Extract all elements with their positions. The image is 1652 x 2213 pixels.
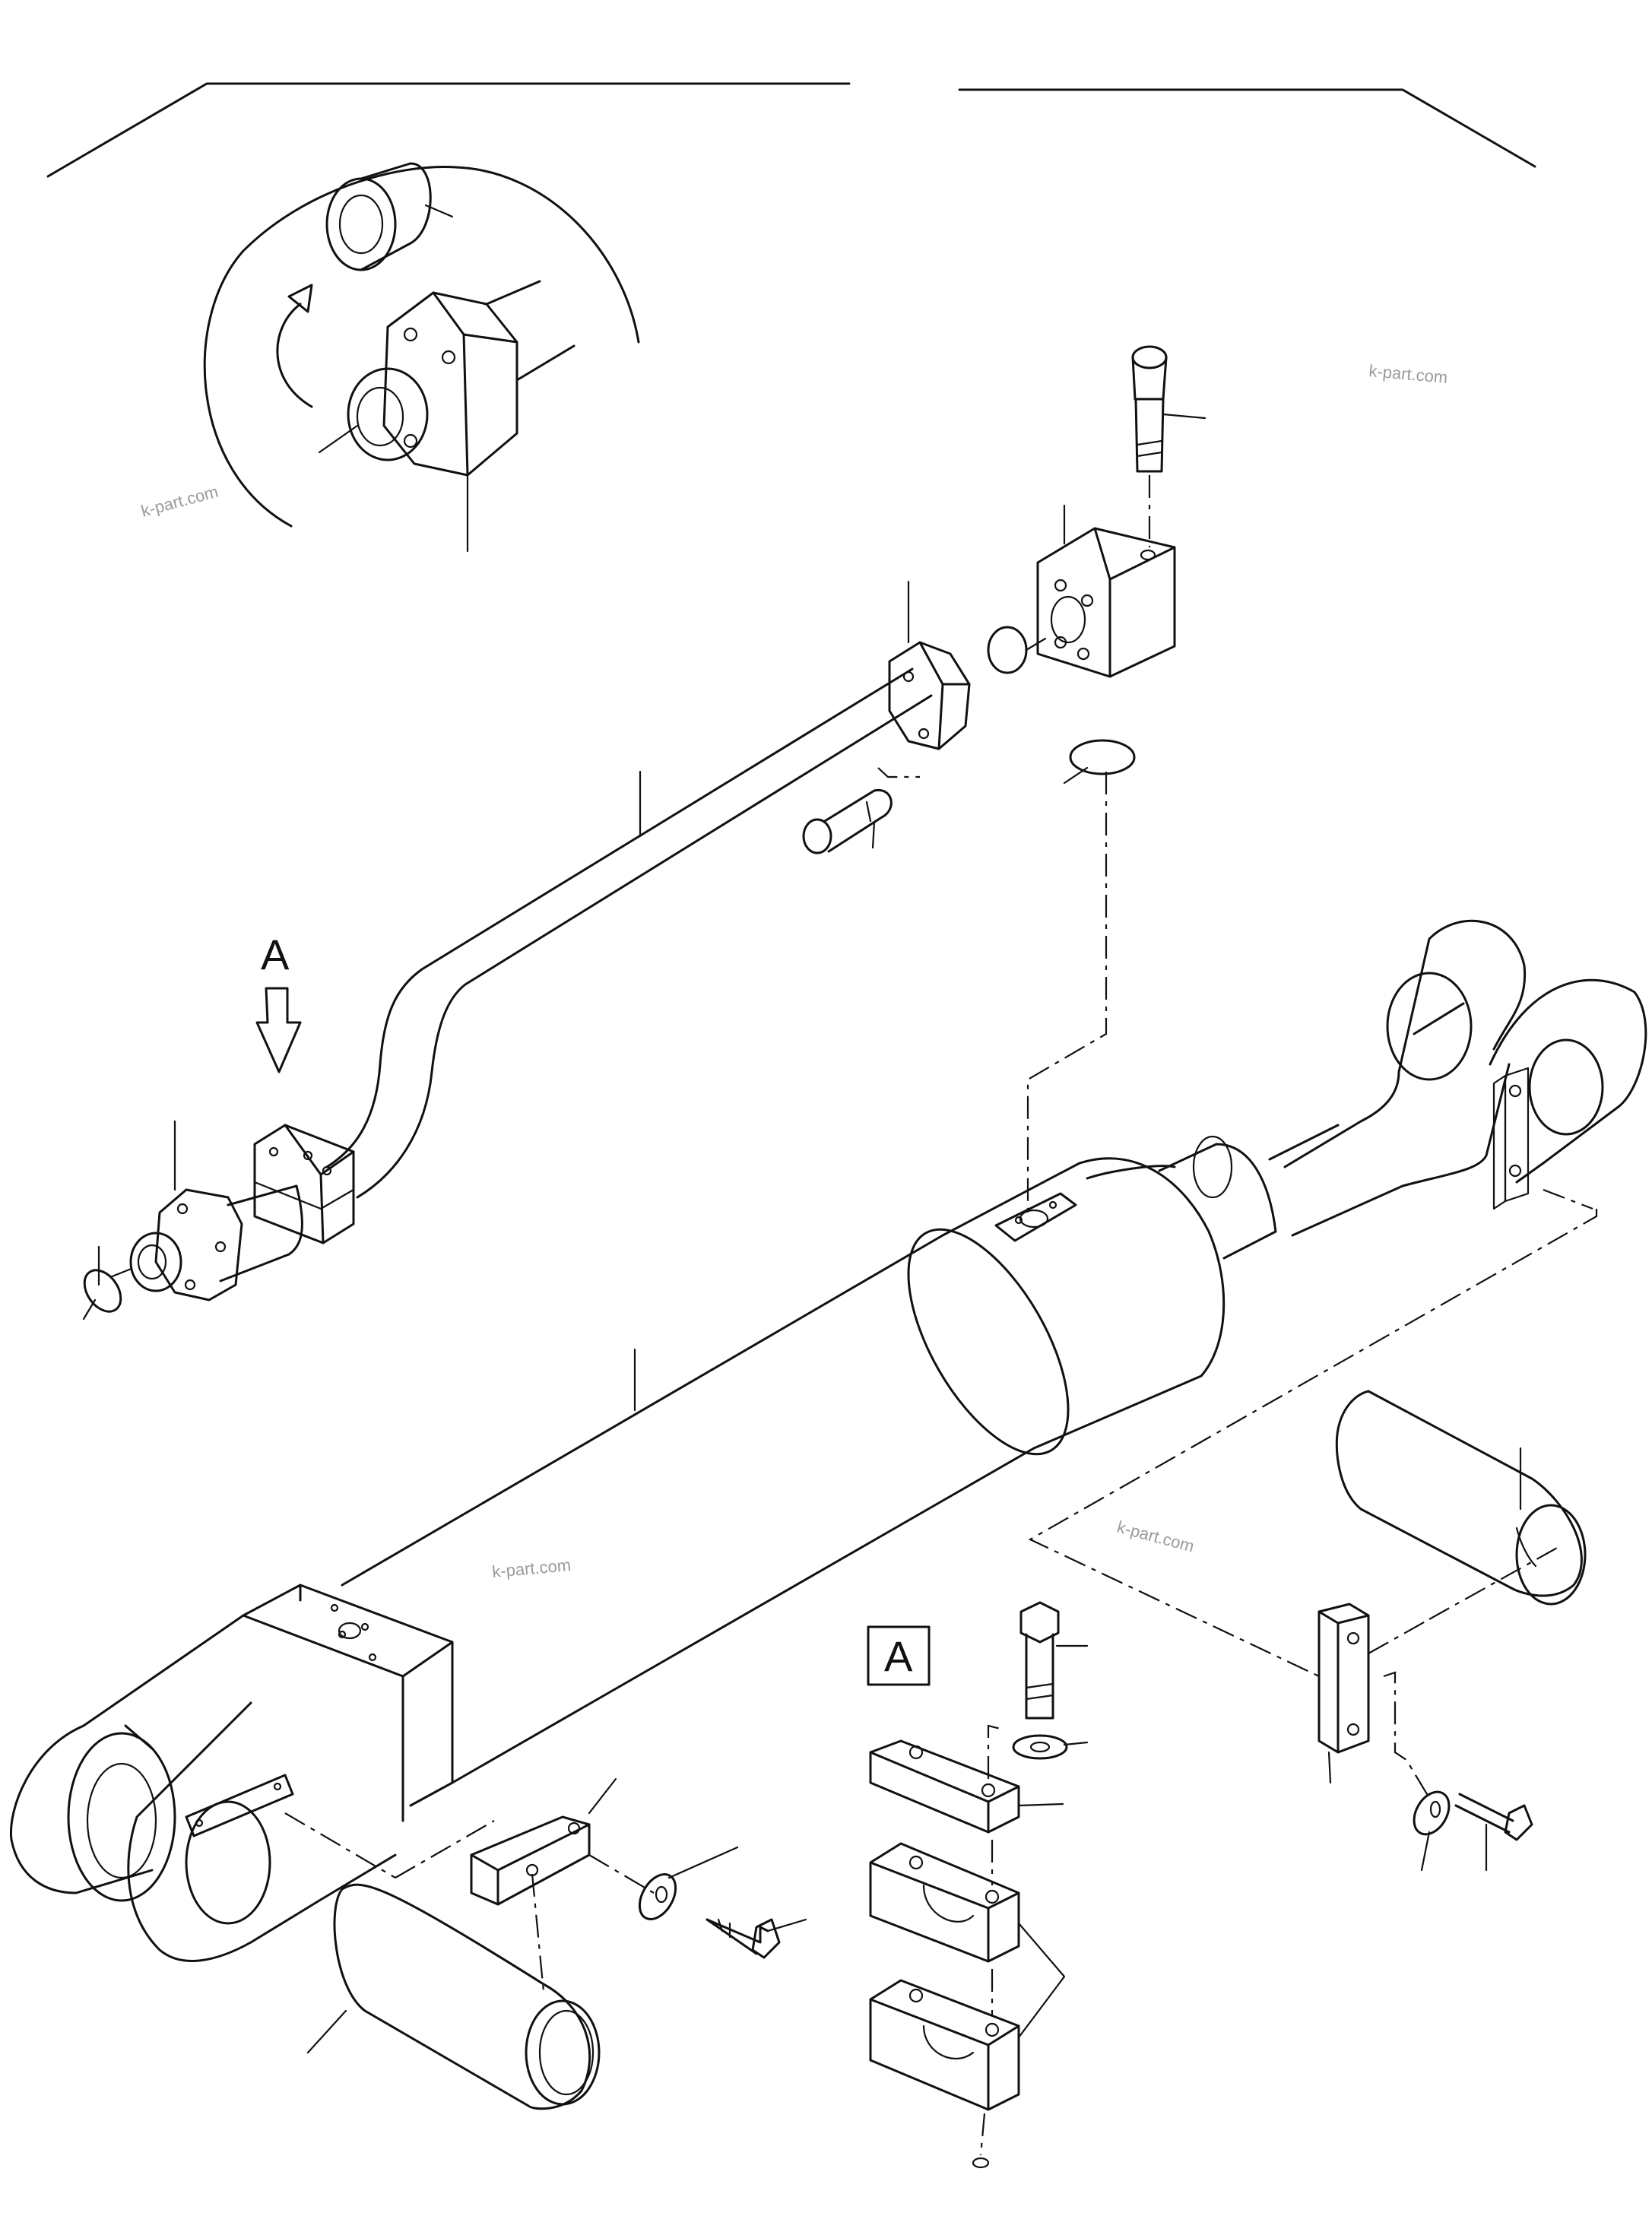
socket-cap-screw	[1131, 345, 1206, 547]
pin-lower-left	[306, 1883, 601, 2110]
o-ring-block	[987, 626, 1047, 674]
lock-plate-lower-left	[470, 1777, 617, 1993]
tube-flange-upper	[888, 580, 971, 750]
o-ring-tube-end	[82, 1245, 122, 1321]
watermark: k-part.com	[1368, 361, 1449, 387]
connector-block	[1036, 504, 1176, 678]
pin-lower-right	[1335, 1390, 1587, 1606]
watermark: k-part.com	[1115, 1517, 1197, 1556]
split-flange	[318, 280, 576, 553]
hydraulic-tube: A	[82, 580, 971, 1321]
cap-plate	[869, 1724, 1064, 1834]
rod-end-clevis	[1283, 920, 1647, 1237]
detail-a-label: A	[884, 1632, 913, 1680]
cylinder-tube	[9, 920, 1647, 1962]
detail-a-box	[867, 1625, 931, 1686]
port-pad	[994, 1192, 1077, 1242]
fitting-detail-view	[203, 162, 640, 553]
watermark: k-part.com	[491, 1555, 572, 1581]
header-frame-lines	[46, 82, 1536, 178]
view-a-arrow	[255, 987, 302, 1073]
watermark: k-part.com	[139, 482, 220, 521]
clamp-half-lower	[869, 1969, 1020, 2169]
view-a-label: A	[261, 931, 290, 978]
washer-detail	[1012, 1734, 1089, 1760]
clamp-half-upper	[869, 1840, 1020, 1963]
flange-screw	[802, 767, 920, 854]
tube-end-flange	[109, 1120, 303, 1301]
cylinder-bottom-clevis	[9, 1584, 454, 1962]
adapter-fitting	[325, 162, 454, 271]
valve-block-assembly	[987, 345, 1206, 1216]
detail-a-clamp: A	[867, 1601, 1089, 2169]
tube-clamp	[253, 1124, 355, 1244]
hex-bolt-detail	[1019, 1601, 1089, 1720]
washer-lower-right	[1413, 1790, 1451, 1872]
bolt-lower-left	[706, 1918, 807, 1959]
washer-lower-left	[588, 1846, 739, 1920]
o-ring-bottom	[1063, 739, 1136, 785]
dash-links-right	[1028, 1209, 1598, 1799]
lock-plate-lower-right	[1317, 1603, 1370, 1784]
bolt-lower-right	[1454, 1793, 1533, 1872]
